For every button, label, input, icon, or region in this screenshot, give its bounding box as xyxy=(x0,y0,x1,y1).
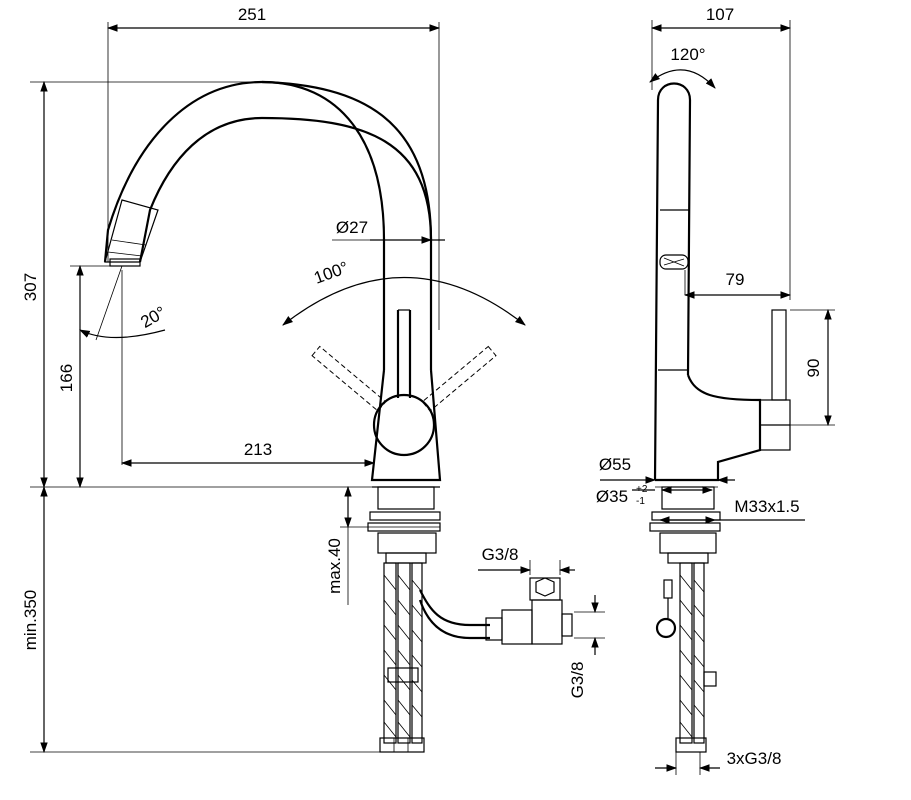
dim-body-diameter: Ø27 xyxy=(336,218,368,237)
dim-hole-tol-minus: -1 xyxy=(636,496,645,507)
dim-hole-tol-plus: +2 xyxy=(636,484,648,495)
dim-handle-height: 90 xyxy=(804,359,823,378)
dim-base-diameter: Ø55 xyxy=(599,455,631,474)
dim-overall-width: 251 xyxy=(238,5,266,24)
dim-hole-diameter: Ø35 xyxy=(596,487,628,506)
dim-thread: M33x1.5 xyxy=(734,497,799,516)
dim-max-thickness: max.40 xyxy=(325,538,344,594)
dim-min-hose: min.350 xyxy=(21,590,40,650)
dim-hose-connections: 3xG3/8 xyxy=(727,749,782,768)
dim-handle-offset: 79 xyxy=(726,270,745,289)
hose-bundle xyxy=(379,562,425,753)
dim-spout-angle: 20° xyxy=(137,303,169,332)
dim-lever-angle: 100° xyxy=(311,258,351,288)
dim-overall-height: 307 xyxy=(21,273,40,301)
dim-connection-top: G3/8 xyxy=(482,545,519,564)
side-view: 107 120° 79 90 Ø55 Ø35 +2 -1 M33x1.5 3xG… xyxy=(596,5,835,775)
front-view: 251 307 166 213 Ø27 100° 20° max.40 min.… xyxy=(21,5,605,754)
dim-connection-side: G3/8 xyxy=(568,662,587,699)
dim-spout-height: 166 xyxy=(57,364,76,392)
dim-swivel-angle: 120° xyxy=(670,45,705,64)
dim-spout-reach: 213 xyxy=(244,440,272,459)
dim-side-width: 107 xyxy=(706,5,734,24)
